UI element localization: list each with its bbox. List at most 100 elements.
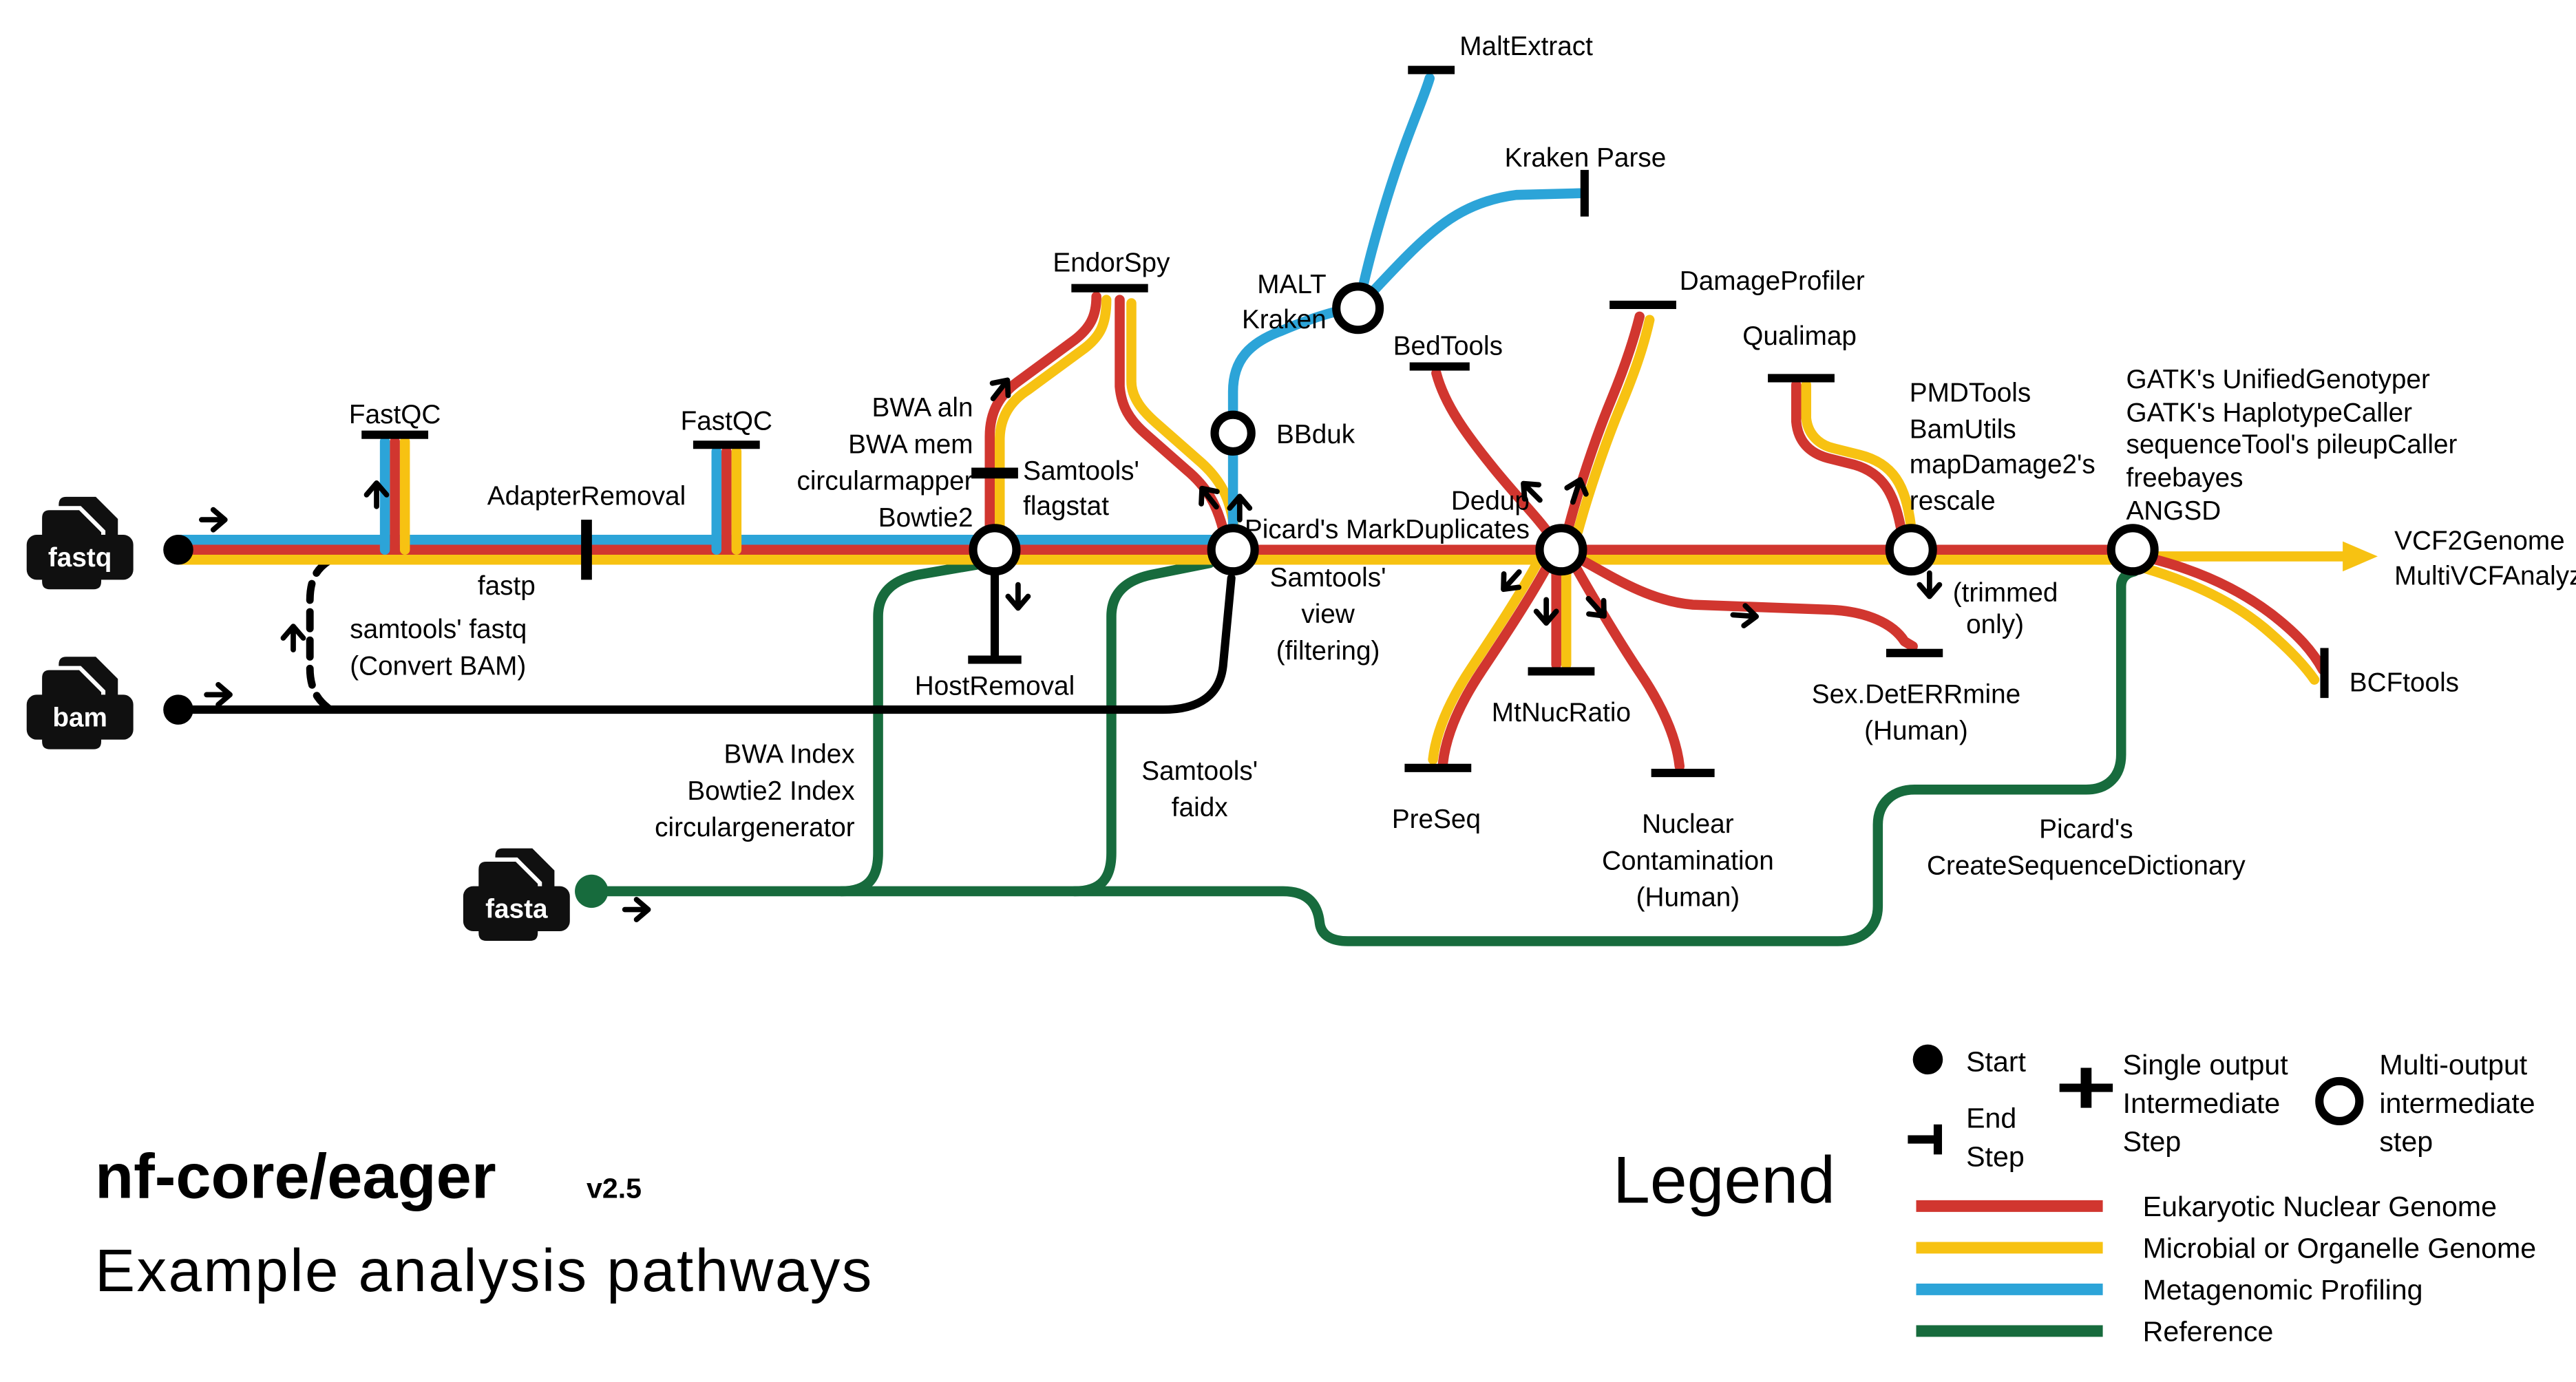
reference-trunk-line: [586, 566, 2140, 946]
bcftools-red-line: [2144, 553, 2328, 675]
bedtools-line: [1431, 368, 1555, 540]
maltextract-label: MaltExtract: [1459, 32, 1593, 61]
trimmed-only-label-2: only): [1966, 610, 2024, 639]
branch-lines: [379, 73, 1918, 772]
maltextract-blue-line: [1358, 73, 1435, 292]
mapper-label-4: Bowtie2: [878, 503, 973, 533]
filtering-label-2: view: [1301, 599, 1355, 629]
faidx-label-1: Samtools': [1141, 756, 1258, 786]
fastq-icon-label: fastq: [48, 543, 112, 573]
endorspy-a-red: [984, 291, 1101, 555]
station-labels: FastQC AdapterRemoval fastp samtools' fa…: [349, 32, 2576, 913]
reference-index-branch: [836, 560, 982, 897]
direction-arrow: [283, 626, 303, 650]
pmd-label-4: rescale: [1910, 487, 1996, 516]
legend-heading: Legend: [1613, 1142, 1835, 1218]
mapper-label-3: circularmapper: [796, 467, 973, 496]
direction-arrow: [625, 900, 648, 919]
bcftools-label: BCFtools: [2350, 668, 2459, 697]
legend-blue-line-label: Metagenomic Profiling: [2143, 1274, 2423, 1306]
preseq-label: PreSeq: [1392, 805, 1481, 834]
convert-bam-label-2: (Convert BAM): [350, 651, 526, 681]
damageprofiler-red: [1563, 311, 1645, 535]
direction-arrow: [202, 510, 225, 530]
bcftools-yellow-line: [2139, 563, 2320, 685]
trimmed-only-label-1: (trimmed: [1953, 578, 2058, 608]
flagstat-label-2: flagstat: [1023, 491, 1109, 521]
endorspy-a-yellow: [995, 295, 1112, 555]
fastqc1-label: FastQC: [349, 400, 441, 429]
genotyper-label-4: freebayes: [2126, 463, 2243, 493]
fastq-file-icon: fastq: [26, 492, 134, 594]
pipeline-version: v2.5: [587, 1172, 642, 1204]
endorspy-b-red: [1115, 295, 1230, 542]
reference-faidx-branch: [1069, 557, 1215, 897]
malt-label-2: Kraken: [1242, 305, 1327, 334]
malt-label-1: MALT: [1257, 270, 1326, 299]
flagstat-label-1: Samtools': [1023, 456, 1139, 486]
legend-single-label-1: Single output: [2123, 1049, 2289, 1081]
legend-single-label-3: Step: [2123, 1126, 2182, 1158]
seqdict-label-2: CreateSequenceDictionary: [1927, 851, 2246, 881]
dedup-label-1: Dedup: [1451, 487, 1530, 516]
damageprofiler-label: DamageProfiler: [1680, 266, 1865, 296]
sexdeterrmine-label-2: (Human): [1864, 716, 1968, 746]
convert-bam-dashed-line: [306, 557, 332, 712]
genotyper-label-1: GATK's UnifiedGenotyper: [2126, 365, 2429, 394]
bedtools-label: BedTools: [1393, 332, 1503, 361]
fastqc2-label: FastQC: [681, 406, 772, 436]
malt-kraken-node: [1332, 282, 1384, 334]
step-markers: [361, 65, 2329, 778]
preseq-red: [1437, 563, 1552, 768]
qualimap-label: Qualimap: [1742, 321, 1857, 351]
damageprofiler-yellow: [1572, 315, 1655, 537]
bam-main-line: [173, 573, 1236, 714]
file-label-tab: [26, 694, 134, 740]
legend-multi-label-1: Multi-output: [2379, 1049, 2527, 1081]
legend-red-line-label: Eukaryotic Nuclear Genome: [2143, 1191, 2497, 1222]
pipeline-title: nf-core/eager: [95, 1141, 496, 1211]
dedup-label-2: Picard's MarkDuplicates: [1245, 515, 1530, 544]
convert-bam-label-1: samtools' fastq: [350, 615, 527, 644]
legend-start-label: Start: [1966, 1045, 2026, 1077]
file-label-tab: [463, 886, 570, 932]
title-block: nf-core/eager v2.5 Example analysis path…: [95, 1141, 872, 1304]
bbduk-label: BBduk: [1276, 420, 1355, 449]
pmd-label-2: BamUtils: [1910, 415, 2016, 445]
vcf-arrow-end: [2343, 541, 2378, 572]
nodes: [969, 282, 2159, 576]
pmdtools-node: [1885, 524, 1937, 576]
legend: Legend Start End Step Single output Inte…: [1613, 1044, 2536, 1347]
legend-multi-output-icon: [2315, 1076, 2364, 1126]
fasta-file-icon: fasta: [463, 844, 570, 945]
vcf-label-1: VCF2Genome: [2394, 527, 2564, 556]
reference-lines: [586, 557, 2140, 946]
direction-arrow: [1008, 585, 1028, 608]
nuclear-contamination-label-3: (Human): [1636, 883, 1740, 913]
mapper-label-1: BWA aln: [872, 393, 973, 423]
bam-icon-label: bam: [52, 703, 107, 732]
bwa-index-label-2: Bowtie2 Index: [687, 776, 854, 806]
hostremoval-label: HostRemoval: [915, 671, 1075, 701]
genotyper-node: [2107, 524, 2159, 576]
genotyper-label-2: GATK's HaplotypeCaller: [2126, 398, 2412, 427]
bam-file-icon: bam: [26, 652, 134, 754]
qualimap-yellow: [1801, 379, 1917, 533]
mapper-node: [969, 524, 1021, 576]
bam-lines: [173, 557, 1236, 714]
krakenparse-label: Kraken Parse: [1505, 143, 1667, 173]
sexdeterrmine-line: [1576, 555, 1918, 652]
fastp-label: fastp: [478, 571, 536, 601]
nuclear-contamination-label-1: Nuclear: [1642, 809, 1734, 839]
legend-single-label-2: Intermediate: [2123, 1087, 2281, 1119]
dedup-node: [1535, 524, 1587, 576]
vcf-label-2: MultiVCFAnalyzer: [2394, 562, 2576, 591]
fasta-icon-label: fasta: [485, 895, 548, 924]
bam-start-dot: [163, 694, 193, 725]
legend-yellow-line-label: Microbial or Organelle Genome: [2143, 1232, 2536, 1264]
qualimap-red: [1791, 379, 1906, 535]
mtnucratio-label: MtNucRatio: [1492, 698, 1631, 727]
mapper-label-2: BWA mem: [848, 429, 973, 459]
endorspy-label: EndorSpy: [1053, 248, 1170, 278]
filtering-label-3: (filtering): [1276, 636, 1380, 666]
